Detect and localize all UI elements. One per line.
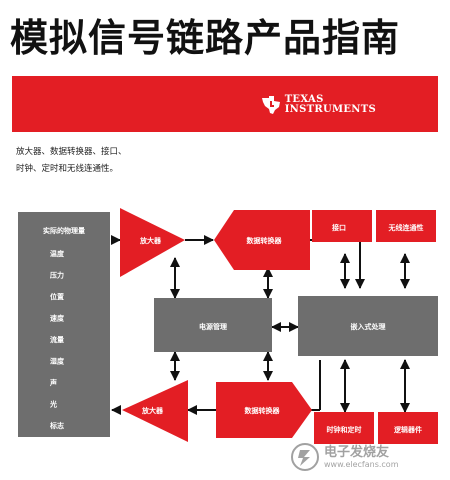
- physical-item: 速度: [50, 314, 65, 323]
- amp-top-triangle: [120, 208, 185, 277]
- amp-bottom-label: 放大器: [141, 406, 164, 415]
- power-management-label: 电源管理: [199, 322, 227, 331]
- watermark: 电子发烧友 www.elecfans.com: [290, 440, 440, 474]
- clock-timing-label: 时钟和定时: [327, 425, 362, 434]
- adc-top-label: 数据转换器: [247, 236, 283, 245]
- physical-item: 标志: [49, 421, 64, 430]
- physical-item: 声: [49, 378, 57, 387]
- physical-item: 湿度: [50, 357, 65, 366]
- interface-box: [312, 210, 372, 242]
- embedded-processing-box: [298, 296, 438, 356]
- ti-wordmark: TEXAS INSTRUMENTS: [285, 95, 376, 115]
- ti-logo: TEXAS INSTRUMENTS: [260, 92, 376, 118]
- power-management-box: [154, 298, 272, 352]
- brand-banner: TEXAS INSTRUMENTS: [12, 76, 438, 132]
- wireless-box: [376, 210, 436, 242]
- interface-label: 接口: [332, 223, 346, 232]
- dac-bottom-shape: [216, 382, 312, 438]
- amp-bottom-triangle: [122, 380, 188, 442]
- adc-top-shape: [214, 210, 310, 270]
- amp-top-label: 放大器: [139, 236, 162, 245]
- physical-item: 光: [49, 400, 57, 409]
- clock-timing-box: [314, 412, 374, 444]
- connector-lines: [111, 235, 410, 415]
- dac-bottom-label: 数据转换器: [245, 406, 281, 415]
- subtitle-line1: 放大器、数据转换器、接口、: [16, 147, 127, 157]
- physical-item: 温度: [50, 249, 65, 258]
- logic-box: [378, 412, 438, 444]
- wireless-label: 无线连通性: [388, 223, 424, 232]
- watermark-text: 电子发烧友: [324, 444, 390, 460]
- physical-item: 位置: [50, 292, 64, 301]
- subtitle-line2: 时钟、定时和无线连通性。: [16, 164, 119, 174]
- embedded-processing-label: 嵌入式处理: [351, 322, 386, 331]
- ti-wordmark-line2: INSTRUMENTS: [284, 104, 376, 115]
- ti-wordmark-line1: TEXAS: [284, 94, 324, 105]
- physical-heading: 实际的物理量: [43, 226, 85, 235]
- physical-item: 流量: [50, 335, 64, 344]
- watermark-url: www.elecfans.com: [324, 459, 399, 469]
- logic-label: 逻辑器件: [394, 425, 422, 434]
- physical-item: 压力: [50, 271, 64, 280]
- page-title: 模拟信号链路产品指南: [10, 16, 401, 60]
- elecfans-logo-icon: [291, 443, 319, 471]
- texas-state-icon: [261, 96, 280, 114]
- physical-quantities-box: [18, 212, 110, 437]
